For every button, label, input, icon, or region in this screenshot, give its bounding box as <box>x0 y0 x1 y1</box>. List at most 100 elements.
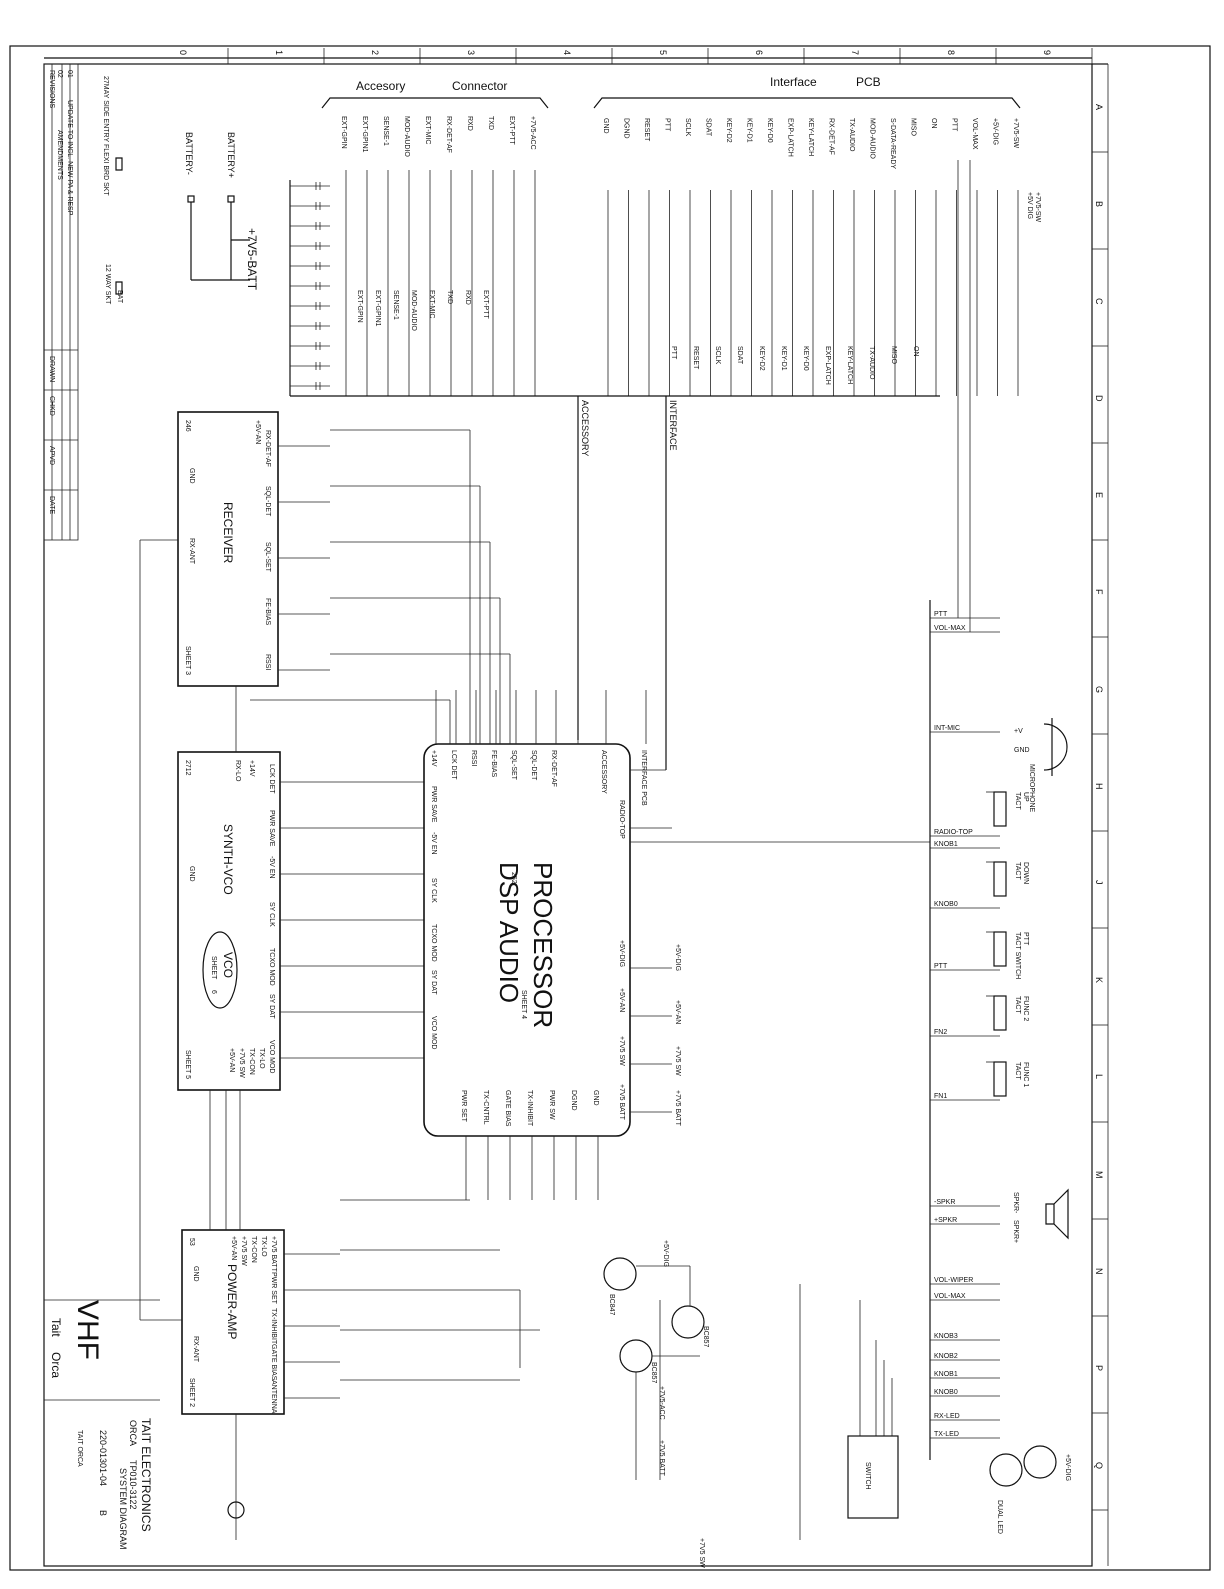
zone-row: M <box>1094 1171 1104 1179</box>
rotary-switch <box>847 1435 899 1519</box>
zone-col: 1 <box>274 50 284 55</box>
accessory-pin-label: EXT-GPIN1 <box>361 116 368 153</box>
title-company: TAIT ELECTRONICS <box>139 1418 153 1532</box>
interface-pin-label: GND <box>602 118 609 134</box>
accessory-pin-label: EXT-MIC <box>424 116 431 144</box>
processor-pin-top: RSSI <box>470 750 477 766</box>
led-transistor-2 <box>1023 1445 1057 1479</box>
battery-connector-label: 12 WAY SKT <box>104 264 111 305</box>
interface-pin-label: KEY-D2 <box>725 118 732 143</box>
tact-switch-symbol <box>993 995 1007 1031</box>
processor-pin-right: +7V5 BATT <box>618 1084 625 1121</box>
accessory-net-label: TXD <box>446 290 453 304</box>
microphone-symbol <box>1043 723 1068 771</box>
interface-net-label: EXP-LATCH <box>824 346 831 385</box>
processor-pin-top: SQL-SET <box>510 750 517 781</box>
zone-row: D <box>1094 395 1104 402</box>
processor-pin-top: ACCESSORY <box>600 750 607 794</box>
zone-col: 8 <box>946 50 956 55</box>
right-net-label: -SPKR <box>934 1199 955 1206</box>
rail-7v5-sw-2: +7V5 SW <box>698 1538 705 1568</box>
revisions-header: REVISIONS <box>48 70 55 108</box>
right-net-label: RADIO-TOP <box>934 829 973 836</box>
zone-col: 3 <box>466 50 476 55</box>
vco-title: VCO <box>221 952 235 978</box>
zone-col: 5 <box>658 50 668 55</box>
processor-pin-right: +5V-AN <box>618 988 625 1012</box>
processor-pin-bottom: DGND <box>570 1090 577 1111</box>
title-doc: TP010-3122 <box>128 1460 138 1510</box>
right-net-label: PTT <box>934 611 948 618</box>
interface-net-label: ON <box>912 346 919 357</box>
interface-net-label: MISO <box>890 346 897 364</box>
right-net-label: VOL-MAX <box>934 1293 966 1300</box>
power-pin-right: GATE BIAS <box>270 1344 277 1381</box>
interface-sw-caption: +7V5-SW <box>1034 192 1041 223</box>
synth-pin-right: -5V EN <box>268 856 275 879</box>
processor-pin-bottom: TX-INHIBIT <box>526 1090 533 1127</box>
zone-row: B <box>1094 201 1104 207</box>
accessory-bus-label: ACCESSORY <box>580 400 590 456</box>
vco-sheet: SHEET <box>210 956 217 980</box>
power-amp-block <box>181 1229 285 1415</box>
tact-switch-name: DOWN <box>1022 862 1029 884</box>
interface-net-label: KEY-D1 <box>780 346 787 371</box>
tact-switch-name: UP <box>1022 792 1029 802</box>
title-series-b: Orca <box>49 1352 63 1378</box>
zone-col: 4 <box>562 50 572 55</box>
rail-7v5-acc: +7V5-ACC <box>658 1386 665 1420</box>
revision-col-drawn: DRAWN <box>48 356 55 382</box>
tact-switch-symbol <box>993 1061 1007 1097</box>
power-pin-left: GND <box>192 1266 199 1282</box>
rail-7v5-batt-2: +7V5 BATT <box>658 1440 665 1477</box>
zone-col: 9 <box>1042 50 1052 55</box>
processor-pin-left: PWR SAVE <box>430 786 437 823</box>
interface-net-label: SDAT <box>736 346 743 365</box>
receiver-sheet: SHEET 3 <box>184 646 191 675</box>
right-net-label: FN2 <box>934 1029 947 1036</box>
accessory-net-label: EXT-GPIN <box>356 290 363 323</box>
processor-pin-right: +7V5 SW <box>618 1036 625 1066</box>
antenna-connector <box>227 1501 245 1519</box>
processor-pin-left: SY DAT <box>430 970 437 995</box>
synth-pin-bottom: TX-LO <box>258 1048 265 1069</box>
title-block <box>44 1299 160 1401</box>
battery-plus-label: BATTERY+ <box>226 132 236 178</box>
synth-pin-right: TCXO MOD <box>268 948 275 986</box>
right-net-label: +SPKR <box>934 1217 957 1224</box>
synth-pin-bottom: TX-CON <box>248 1048 255 1075</box>
accessory-net-label: RXD <box>464 290 471 305</box>
interface-pin-label: +7V5-SW <box>1012 118 1019 149</box>
right-net-label: VOL-MAX <box>934 625 966 632</box>
battery-minus-label: BATTERY- <box>184 132 194 175</box>
title-product: ORCA <box>128 1420 138 1446</box>
processor-pin-bottom: PWR SET <box>460 1090 467 1123</box>
receiver-block <box>177 411 279 687</box>
power-pin-top: TX-CON <box>250 1236 257 1263</box>
interface-pin-label: +5V-DIG <box>992 118 999 145</box>
synth-pin-bottom: +7V5 SW <box>238 1048 245 1078</box>
zone-col: 2 <box>370 50 380 55</box>
transistor-3-label: BC857 <box>650 1362 657 1384</box>
rail-5v-an: +5V-AN <box>674 1000 681 1024</box>
processor-pin-left: -5V EN <box>430 832 437 855</box>
synth-id: 2712 <box>184 760 191 776</box>
interface-pin-label: KEY-D0 <box>766 118 773 143</box>
interface-pin-label: TX-AUDIO <box>848 118 855 152</box>
rail-7v5-sw: +7V5 SW <box>674 1046 681 1076</box>
revision-note: 27MAY SIDE ENTRY FLEXI BRD SKT <box>102 76 109 196</box>
interface-pin-label: PTT <box>951 118 958 132</box>
power-pin-top: +7V5 SW <box>240 1236 247 1266</box>
zone-row: N <box>1094 1268 1104 1275</box>
interface-pin-label: ON <box>930 118 937 129</box>
revision-col-chkd: CHKD <box>48 396 55 416</box>
right-net-label: KNOB1 <box>934 1371 958 1378</box>
speaker-symbol <box>1045 1188 1069 1240</box>
processor-pin-top: +14V <box>430 750 437 767</box>
